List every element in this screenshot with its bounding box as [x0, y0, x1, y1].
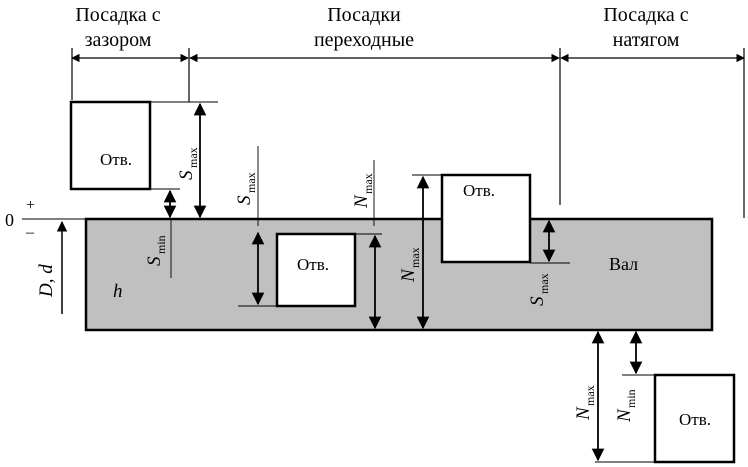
dim-label-s-min-clearance: S min	[144, 235, 168, 266]
dim-main-letter: N	[398, 268, 419, 283]
dim-subscript: min	[154, 235, 168, 254]
dim-label-n-min-interference: N min	[614, 389, 638, 423]
header-interference-line2: натягом	[613, 29, 680, 51]
dim-label-n-max-transition-2: N max	[398, 247, 422, 283]
hole-clearance	[69, 100, 152, 191]
dim-label-s-max-clearance: S max	[176, 147, 200, 180]
dim-label-n-max-transition-1: N max	[351, 173, 375, 209]
header-interference-line1: Посадка с	[603, 4, 688, 26]
header-range-arrows	[71, 48, 745, 218]
dim-label-n-max-interference: N max	[573, 385, 597, 421]
hole-interference	[653, 373, 736, 464]
dim-main-letter: S	[234, 195, 255, 205]
header-transition-line2: переходные	[314, 29, 414, 51]
dim-subscript: min	[624, 389, 638, 408]
dim-main-letter: S	[144, 256, 165, 266]
dim-label-s-max-transition-2: S max	[527, 273, 551, 306]
dim-main-letter: S	[176, 170, 197, 180]
dim-subscript: max	[361, 173, 375, 194]
hole-interference-label: Отв.	[679, 410, 711, 429]
dimension-arrows	[163, 102, 643, 462]
dim-subscript: max	[537, 273, 551, 294]
shaft-deviation-label: h	[113, 281, 123, 302]
shaft-zone	[84, 217, 714, 332]
size-label: D, d	[36, 264, 57, 298]
header-clearance-line2: зазором	[85, 29, 152, 51]
dim-label-s-max-transition-1: S max	[234, 172, 258, 205]
dim-subscript: max	[408, 247, 422, 268]
dim-subscript: max	[583, 385, 597, 406]
dim-subscript: max	[186, 147, 200, 168]
zero-label: 0	[5, 210, 14, 230]
extension-lines	[150, 101, 655, 463]
dim-main-letter: N	[351, 194, 372, 209]
hole-transition-1-label: Отв.	[297, 255, 329, 274]
shaft-label: Вал	[609, 254, 638, 274]
hole-transition-2-label: Отв.	[463, 181, 495, 200]
hole-transition-2	[440, 173, 532, 264]
dim-subscript: max	[244, 172, 258, 193]
header-transition-line1: Посадки	[327, 4, 401, 26]
plus-sign: +	[26, 197, 35, 214]
dim-main-letter: S	[527, 296, 548, 306]
hole-transition-1	[275, 232, 357, 308]
dim-main-letter: N	[614, 408, 635, 423]
hole-clearance-label: Отв.	[100, 150, 132, 169]
header-clearance-line1: Посадка с	[75, 4, 160, 26]
minus-sign: –	[25, 224, 35, 241]
dim-main-letter: N	[573, 406, 594, 421]
